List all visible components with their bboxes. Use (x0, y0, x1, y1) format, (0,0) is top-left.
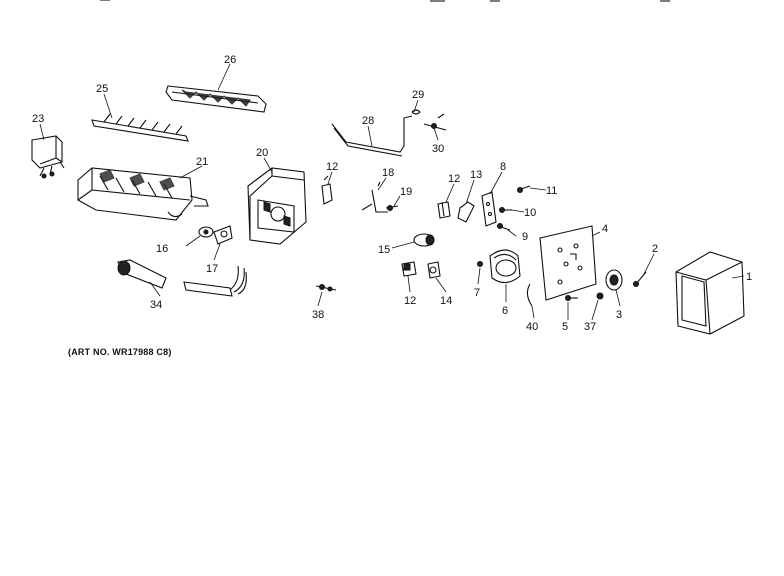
part-1-cover (675, 251, 745, 335)
part-40-wire (526, 283, 533, 307)
part-34-fill-cup (117, 259, 167, 289)
part-12-switch-top (321, 175, 333, 205)
label-7: 7 (474, 287, 480, 299)
label-12-middle: 12 (448, 173, 460, 185)
label-23: 23 (32, 113, 44, 125)
part-28-feeler-arm (331, 115, 413, 157)
part-38-clip (315, 284, 337, 292)
label-8: 8 (500, 161, 506, 173)
part-4-mounting-plate (539, 225, 597, 301)
part-11-screw (517, 185, 531, 193)
label-38: 38 (312, 309, 324, 321)
label-17: 17 (206, 263, 218, 275)
part-2-screw (633, 271, 647, 287)
label-9: 9 (522, 231, 528, 243)
leader-lines (39, 63, 745, 321)
part-18-lever (361, 181, 388, 213)
label-25: 25 (96, 83, 108, 95)
label-21: 21 (196, 156, 208, 168)
label-30: 30 (432, 143, 444, 155)
top-edge-marks (100, 0, 670, 2)
art-number-note: (ART NO. WR17988 C8) (68, 347, 172, 357)
part-labels: 26 25 23 21 20 28 29 30 12 18 19 12 13 8… (32, 54, 752, 333)
part-8-bracket (481, 191, 497, 227)
part-16-nut (198, 226, 214, 238)
part-7-screw (477, 261, 483, 267)
label-2: 2 (652, 243, 658, 255)
part-14-gear (427, 261, 441, 279)
label-15: 15 (378, 244, 390, 256)
label-13: 13 (470, 169, 482, 181)
part-30-screw (423, 113, 447, 131)
label-5: 5 (562, 321, 568, 333)
part-3-gear (605, 269, 623, 291)
label-11: 11 (546, 185, 557, 197)
label-37: 37 (584, 321, 596, 333)
label-16: 16 (156, 243, 168, 255)
label-10: 10 (524, 207, 536, 219)
part-29-spring (411, 109, 421, 115)
part-23-thermostat (31, 135, 65, 179)
part-26-ice-stripper (165, 85, 267, 113)
part-21-ice-mold (77, 167, 209, 221)
part-5-screw (565, 295, 578, 301)
label-20: 20 (256, 147, 268, 159)
label-3: 3 (616, 309, 622, 321)
label-28: 28 (362, 115, 374, 127)
label-12-top: 12 (326, 161, 338, 173)
part-17-cam (213, 225, 233, 245)
label-4: 4 (602, 223, 608, 235)
label-6: 6 (502, 305, 508, 317)
label-26: 26 (224, 54, 236, 66)
label-14: 14 (440, 295, 452, 307)
part-20-housing (247, 167, 307, 245)
part-12-switch-middle (437, 201, 451, 219)
label-34: 34 (150, 299, 162, 311)
label-40: 40 (526, 321, 538, 333)
part-12-switch-bottom (401, 261, 417, 277)
part-9-screw (497, 223, 511, 231)
part-10-screw (499, 207, 512, 213)
part-heater-harness (183, 265, 247, 297)
label-1: 1 (746, 271, 752, 283)
label-12-bottom: 12 (404, 295, 416, 307)
part-15-shaft (413, 233, 435, 247)
part-13-plate (457, 201, 475, 223)
part-37-screw (596, 292, 604, 300)
part-25-ejector-blade (91, 113, 189, 142)
label-19: 19 (400, 186, 412, 198)
label-29: 29 (412, 89, 424, 101)
part-6-motor (489, 249, 521, 284)
part-19-screw (385, 205, 399, 211)
label-18: 18 (382, 167, 394, 179)
